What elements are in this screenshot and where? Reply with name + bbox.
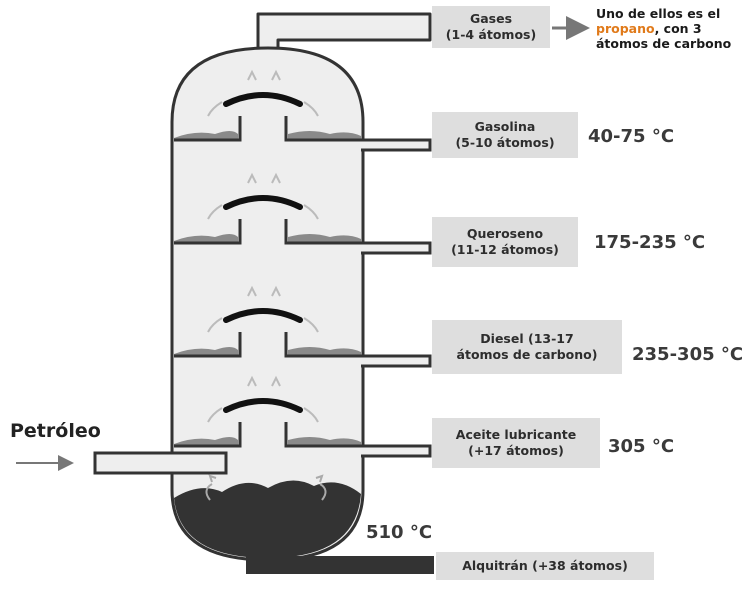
tray-plate-left (174, 332, 242, 358)
bubble-cap (223, 398, 303, 413)
trays-group (174, 69, 432, 458)
tray-liquid (288, 437, 361, 446)
vapor-icon (207, 172, 319, 220)
label-aceite: Aceite lubricante (+17 átomos) (432, 418, 600, 468)
label-gases: Gases (1-4 átomos) (432, 6, 550, 48)
vapor-icon (207, 69, 319, 117)
tray-outlet-pipe (361, 241, 432, 255)
label-gasolina: Gasolina (5-10 átomos) (432, 112, 578, 158)
tray-plate-right (284, 422, 361, 448)
temp-aceite: 305 °C (608, 436, 675, 457)
tray-aceite (174, 375, 432, 458)
tray-liquid (174, 347, 238, 356)
gas-outlet-pipe (256, 12, 432, 50)
tray-gasolina (174, 69, 432, 152)
tray-plate-right (284, 332, 361, 358)
tar-pool (174, 480, 361, 558)
tray-plate-right (284, 219, 361, 245)
feed-label: Petróleo (10, 420, 101, 442)
temp-gasolina: 40-75 °C (588, 126, 675, 147)
bubble-cap (223, 308, 303, 323)
vapor-icon (207, 375, 319, 423)
tray-liquid (288, 347, 361, 356)
tray-plate-right (284, 116, 361, 142)
tray-plate-left (174, 422, 242, 448)
tray-liquid (174, 437, 238, 446)
label-alquitran: Alquitrán (+38 átomos) (436, 552, 654, 580)
tar-outlet-pipe-horizontal (246, 556, 434, 574)
tray-liquid (174, 131, 238, 140)
temp-diesel: 235-305 °C (632, 344, 744, 365)
bubble-cap (223, 195, 303, 210)
label-diesel: Diesel (13-17 átomos de carbono) (432, 320, 622, 374)
tray-diesel (174, 285, 432, 368)
tray-queroseno (174, 172, 432, 255)
note-highlight: propano (596, 21, 655, 36)
column-body (170, 46, 365, 562)
tray-plate-left (174, 116, 242, 142)
tray-liquid (174, 234, 238, 243)
tray-outlet-pipe (361, 138, 432, 152)
bottom-vapor-icon (205, 474, 327, 501)
bubble-cap (223, 92, 303, 107)
feed-pipe (93, 451, 228, 475)
temp-queroseno: 175-235 °C (594, 232, 706, 253)
tray-outlet-pipe (361, 444, 432, 458)
tray-liquid (288, 131, 361, 140)
tray-plate-left (174, 219, 242, 245)
vapor-icon (207, 285, 319, 333)
label-queroseno: Queroseno (11-12 átomos) (432, 217, 578, 267)
tray-liquid (288, 234, 361, 243)
temp-bottom: 510 °C (366, 522, 433, 543)
gas-note: Uno de ellos es el propano, con 3 átomos… (596, 6, 732, 51)
tray-outlet-pipe (361, 354, 432, 368)
